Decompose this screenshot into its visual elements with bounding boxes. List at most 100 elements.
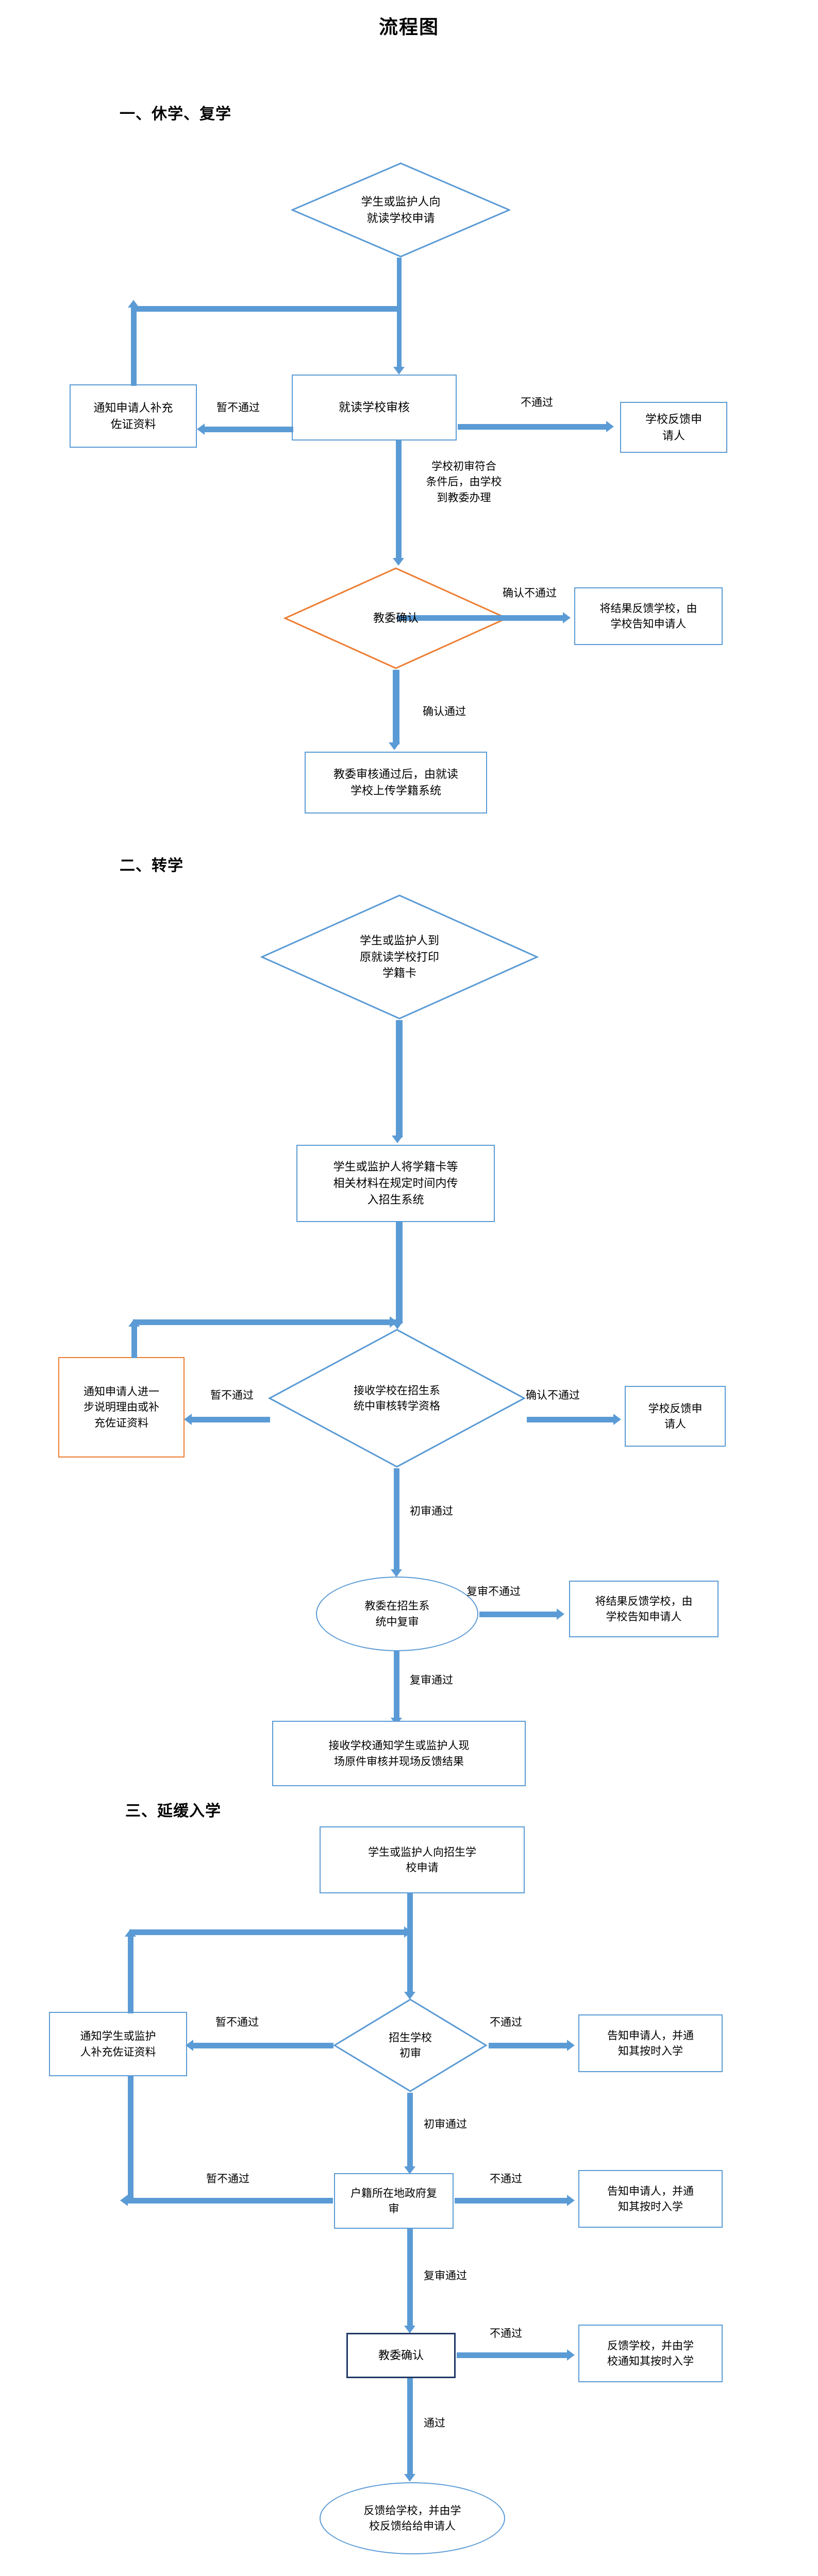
arrow-s3-recheck-to-supplement [120,2195,128,2206]
edge-s3-supplement-up [128,1935,133,2013]
diamond-shape-icon [291,162,510,258]
edge-s1-confirm-to-result [397,615,563,621]
node-s1-confirm-label: 教委确认 [373,612,419,625]
arrow-s3-first-to-notify1 [567,2040,575,2051]
edge-s2-recheck-to-result [479,1612,557,1617]
arrow-s1-review-to-feedback [606,421,614,432]
node-s3-first-review-label: 招生学校 初审 [389,2031,432,2059]
edge-s3-recheck-to-confirm [407,2229,413,2328]
node-s2-final: 接收学校通知学生或监护人现 场原件审核并现场反馈结果 [272,1721,526,1786]
section-title-2: 二、转学 [120,857,183,874]
diamond-shape-icon [268,1329,526,1468]
edge-s1-review-to-supplement [205,427,293,432]
node-s2-decide: 接收学校在招生系 统中审核转学资格 [268,1328,526,1468]
edge-label-s3-fail: 不通过 [490,2016,522,2028]
edge-s1-review-to-feedback [458,424,606,430]
diamond-shape-icon [333,1998,488,2092]
section-title-1: 一、休学、复学 [120,106,231,123]
node-s1-feedback: 学校反馈申 请人 [620,402,727,453]
node-s2-upload: 学生或监护人将学籍卡等 相关材料在规定时间内传 入招生系统 [296,1145,495,1222]
edge-s2-supplement-up [131,1325,137,1358]
edge-s2-supplement-loop [133,1319,397,1325]
edge-label-s2-recheck-pass: 复审通过 [410,1674,453,1686]
arrow-s3-confirm-to-notify3 [567,2349,575,2361]
node-s1-supplement: 通知申请人补充 佐证资料 [70,384,197,448]
node-s2-start-label: 学生或监护人到 原就读学校打印 学籍卡 [359,934,439,980]
edge-s3-recheck-supplement-up [128,2076,133,2200]
node-s1-final: 教委审核通过后，由就读 学校上传学籍系统 [305,752,487,814]
edge-s2-decide-to-supplement [192,1417,270,1422]
node-s3-first-review: 招生学校 初审 [333,1998,488,2093]
edge-label-s1-confirm-fail: 确认不通过 [503,587,557,599]
edge-s3-confirm-to-final [407,2378,413,2476]
edge-s3-confirm-to-notify3 [457,2352,567,2358]
edge-s3-start-to-first [407,1893,413,1993]
diamond-shape-icon [283,567,508,669]
edge-s1-review-to-confirm [396,440,402,560]
edge-label-s3-pending: 暂不通过 [215,2016,259,2028]
node-s2-recheck: 教委在招生系 统中复审 [316,1577,478,1651]
edge-s3-recheck-to-supplement [128,2198,333,2204]
arrow-s3-supplement-loop-head [404,1926,412,1938]
edge-s2-decide-to-recheck [394,1468,399,1571]
edge-s3-recheck-to-notify2 [455,2198,567,2204]
page-title: 流程图 [379,16,439,38]
edge-label-s2-pending: 暂不通过 [210,1389,254,1401]
arrow-s2-decide-to-supplement [184,1414,192,1425]
edge-label-s2-confirm-fail: 确认不通过 [526,1389,580,1401]
node-s2-feedback: 学校反馈申 请人 [625,1386,726,1447]
node-s3-start: 学生或监护人向招生学 校申请 [320,1826,525,1893]
arrow-s2-start-to-upload [392,1136,403,1143]
edge-s2-decide-to-feedback [527,1417,613,1422]
node-s2-result: 将结果反馈学校，由 学校告知申请人 [569,1581,719,1637]
edge-label-s3-confirm-fail: 不通过 [490,2327,522,2340]
edge-label-s3-first-pass: 初审通过 [424,2118,467,2130]
arrow-s3-recheck-to-notify2 [567,2195,575,2206]
arrow-s1-confirm-to-result [563,612,571,623]
arrow-s2-decide-to-recheck [391,1569,402,1577]
node-s3-confirm: 教委确认 [346,2333,456,2378]
edge-label-s3-pass: 通过 [424,2417,445,2429]
node-s3-notify2: 告知申请人，并通 知其按时入学 [578,2170,723,2228]
node-s3-notify3: 反馈学校，并由学 校通知其按时入学 [578,2325,723,2382]
edge-label-s3-fail2: 不通过 [490,2173,522,2185]
edge-label-s1-pending: 暂不通过 [216,401,260,414]
edge-s3-first-to-supplement [193,2043,333,2048]
edge-s1-confirm-to-final [393,670,399,744]
node-s1-result: 将结果反馈学校，由 学校告知申请人 [574,587,723,645]
arrow-s3-start-to-first [404,1992,415,1999]
edge-label-s2-first-pass: 初审通过 [410,1505,453,1517]
edge-s2-upload-to-decide [396,1222,403,1324]
node-s3-recheck: 户籍所在地政府复 审 [334,2173,454,2229]
edge-s1-supplement-up [131,306,137,386]
node-s3-notify1: 告知申请人，并通 知其按时入学 [578,2014,723,2072]
edge-s3-first-to-recheck [407,2093,413,2168]
arrow-s3-first-to-recheck [404,2166,415,2174]
node-s1-confirm: 教委确认 [283,567,508,670]
arrow-s3-confirm-to-final [404,2474,415,2482]
node-s1-review: 就读学校审核 [292,375,457,440]
arrow-s2-supplement-loop-head [390,1316,397,1328]
edge-s2-start-to-upload [396,1020,403,1138]
arrow-s3-recheck-to-confirm [404,2326,415,2333]
edge-label-s3-recheck-pass: 复审通过 [424,2269,467,2282]
edge-label-s2-recheck-fail: 复审不通过 [466,1585,521,1598]
edge-s2-recheck-to-final [394,1651,399,1720]
diamond-shape-icon [260,894,539,1020]
arrow-s3-first-to-supplement [186,2040,193,2051]
arrow-s2-recheck-to-result [557,1608,564,1620]
arrow-s1-start-to-review [393,367,405,375]
node-s2-decide-label: 接收学校在招生系 统中审核转学资格 [354,1384,440,1412]
node-s1-start: 学生或监护人向 就读学校申请 [291,162,510,258]
node-s3-supplement: 通知学生或监护 人补充佐证资料 [49,2012,187,2076]
node-s3-final: 反馈给学校，并由学 校反馈给给申请人 [320,2482,505,2554]
section-title-3: 三、延缓入学 [125,1803,221,1820]
arrow-s1-confirm-to-final [389,742,400,750]
node-s2-supplement: 通知申请人进一 步说明理由或补 充佐证资料 [58,1357,185,1458]
arrow-s1-review-to-supplement [197,423,205,435]
edge-label-s1-confirm-pass: 确认通过 [423,705,466,718]
edge-s3-first-to-notify1 [489,2043,567,2048]
edge-note-s1: 学校初审符合 条件后，由学校 到教委办理 [426,460,502,504]
edge-s1-start-to-review [397,258,402,369]
